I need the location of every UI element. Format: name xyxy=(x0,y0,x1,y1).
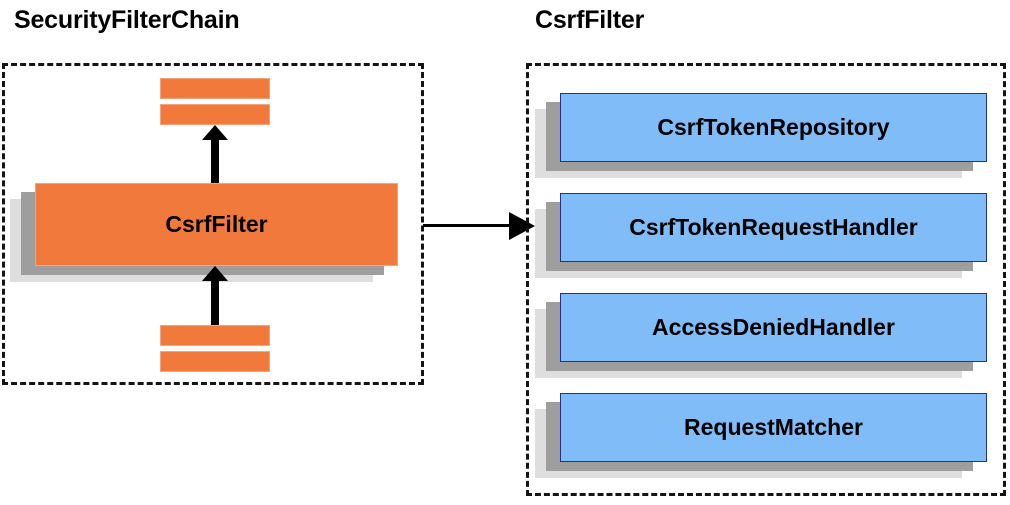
card-label: CsrfTokenRepository xyxy=(560,93,987,162)
panel-title-csrf-filter: CsrfFilter xyxy=(535,6,645,34)
card-label: RequestMatcher xyxy=(560,393,987,462)
card-csrf-token-repository[interactable]: CsrfTokenRepository xyxy=(535,93,987,178)
bidirectional-arrow-above-csrffilter xyxy=(211,140,219,184)
panel-title-security-filter-chain: SecurityFilterChain xyxy=(14,6,240,34)
filter-stripe-bottom-1 xyxy=(160,325,270,346)
card-access-denied-handler[interactable]: AccessDeniedHandler xyxy=(535,293,987,378)
filter-stripe-bottom-2 xyxy=(160,351,270,372)
card-csrffilter[interactable]: CsrfFilter xyxy=(10,183,398,282)
connector-arrow-right xyxy=(423,224,511,227)
filter-stripe-top-1 xyxy=(160,78,270,99)
card-request-matcher[interactable]: RequestMatcher xyxy=(535,393,987,478)
panel-csrf-filter xyxy=(526,63,1006,496)
card-csrf-token-request-handler[interactable]: CsrfTokenRequestHandler xyxy=(535,193,987,278)
bidirectional-arrow-below-csrffilter xyxy=(211,281,219,325)
card-csrffilter-label: CsrfFilter xyxy=(35,183,398,266)
card-label: AccessDeniedHandler xyxy=(560,293,987,362)
filter-stripe-top-2 xyxy=(160,104,270,125)
card-label: CsrfTokenRequestHandler xyxy=(560,193,987,262)
